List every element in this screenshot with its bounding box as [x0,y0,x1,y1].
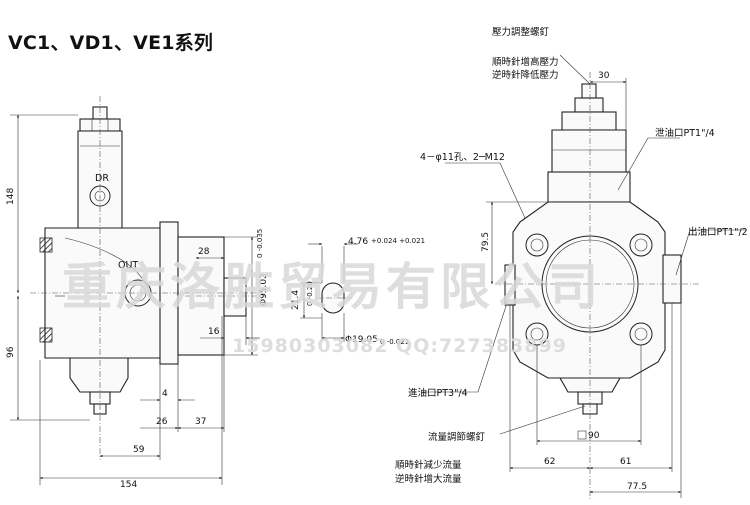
dim-26: 26 [156,417,168,427]
bolt-hole-tr [629,233,653,257]
label-flow-up: 逆時針增大流量 [395,473,462,485]
dim-62: 62 [544,457,555,467]
page-title: VC1、VD1、VE1系列 [8,32,214,54]
label-outlet-port: 出油口PT1"/2 [688,226,748,238]
dim-61: 61 [620,457,631,467]
tol-21-4: 0 -0.20 [306,281,314,306]
side-view [10,96,265,485]
dim-148: 148 [6,188,16,205]
pressure-screw [581,83,597,99]
label-flow-screw: 流量調節螺釘 [428,431,486,443]
watermark-company: 重庆洛胜贸易有限公司 [62,258,602,316]
label-pressure-down: 逆時針降低壓力 [492,69,559,81]
tol-phi19: 0 -0.021 [380,338,409,346]
dim-37: 37 [195,417,206,427]
label-dr: DR [95,173,109,184]
dim-154: 154 [120,480,137,490]
dim-phi95: Φ95.02 [259,273,269,306]
dim-30: 30 [598,71,610,81]
dim-21-4: 21.4 [291,290,301,310]
dim-4: 4 [162,389,168,399]
dim-4-76: 4.76 [348,237,368,247]
front-view [422,54,746,500]
dim-90: 90 [588,431,600,441]
dim-77-5: 77.5 [627,482,647,492]
label-drain-port: 泄油口PT1"/4 [655,127,715,139]
outlet-side-port [662,254,682,304]
tol-phi95: 0 -0.035 [256,229,264,258]
watermark-contact: 15980303082 QQ:727383899 [232,335,567,357]
front-main-flange [512,201,666,379]
side-bottom-body [69,357,129,393]
label-pressure-screw: 壓力調整螺釘 [492,26,550,38]
dim-59: 59 [133,445,145,455]
dim-28: 28 [198,247,210,257]
bolt-hole-tl [525,233,549,257]
label-pressure-up: 順時針增高壓力 [492,56,559,68]
tol-4-76: +0.024 +0.021 [371,237,425,245]
dim-96: 96 [6,346,16,358]
label-out: OUT [118,260,138,271]
label-holes: 4－φ11孔、2─M12 [420,152,505,163]
side-shaft [223,277,247,317]
label-inlet-port: 進油口PT3"/4 [408,387,468,399]
shaft-key-detail [300,242,358,342]
dim-79-5: 79.5 [481,232,491,252]
dim-16: 16 [208,327,220,337]
label-flow-down: 順時針減少流量 [395,459,462,471]
dim-phi19: Φ19.05 [345,335,378,345]
